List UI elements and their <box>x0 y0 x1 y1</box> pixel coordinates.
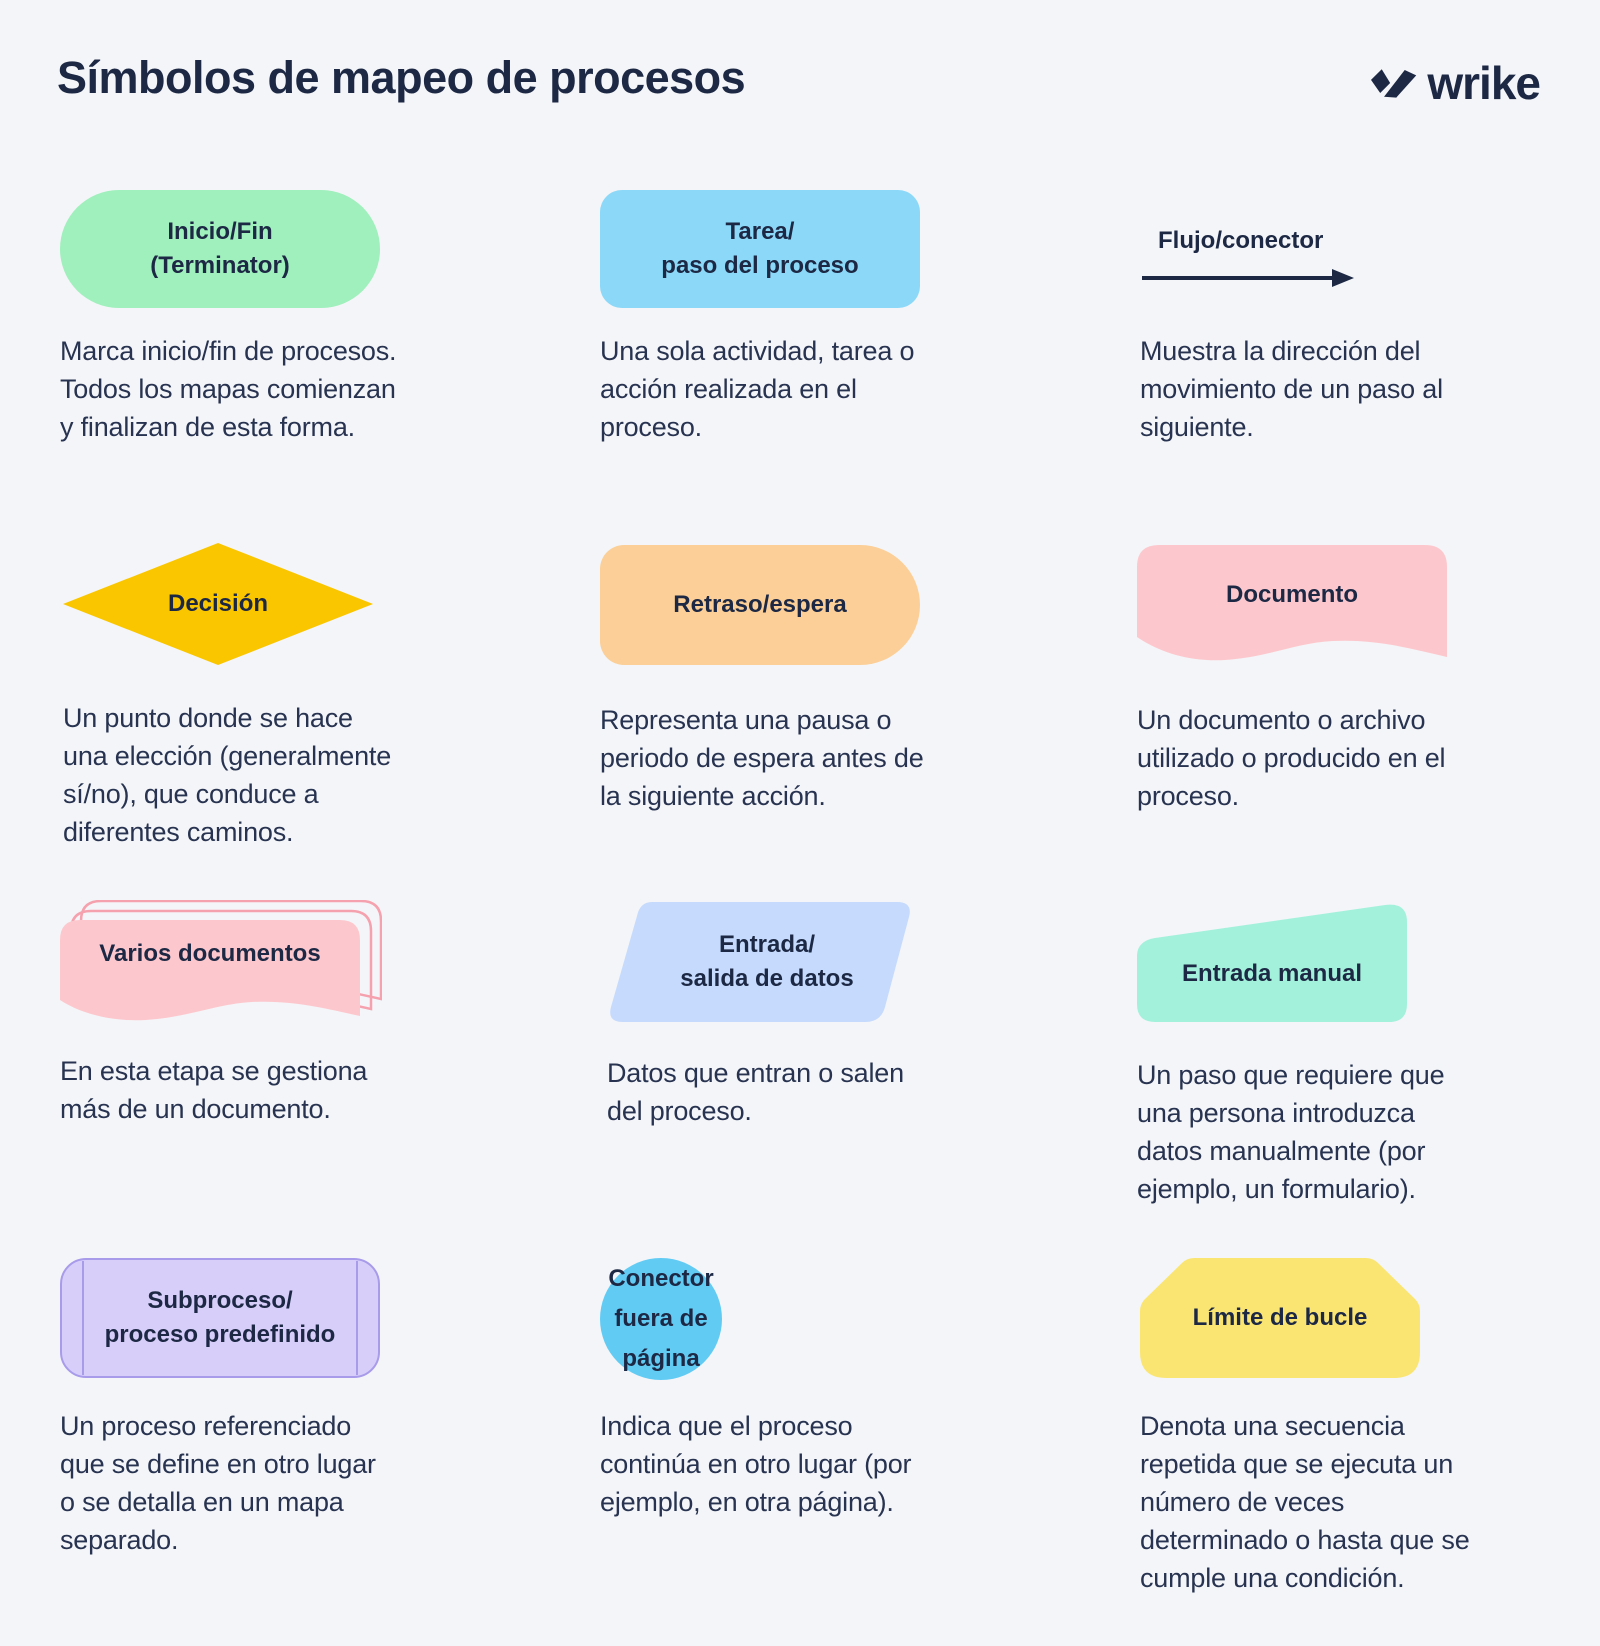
task-label: Tarea/ paso del proceso <box>661 218 859 279</box>
delay-description: Representa una pausa o periodo de espera… <box>600 705 924 811</box>
symbol-card-document: Documento Un documento o archivo utiliza… <box>1137 545 1447 811</box>
manual-input-icon <box>1137 904 1407 1022</box>
loop-limit-label: Límite de bucle <box>1192 1304 1368 1331</box>
document-shape: Documento <box>1137 545 1447 665</box>
symbol-card-flow-connector: Flujo/conector Muestra la dirección del … <box>1140 190 1443 442</box>
multiple-documents-label: Varios documentos <box>99 940 321 967</box>
manual-input-label: Entrada manual <box>1181 960 1363 987</box>
terminator-shape: Inicio/Fin (Terminator) <box>60 190 380 308</box>
decision-label: Decisión <box>167 590 269 617</box>
terminator-description: Marca inicio/fin de procesos. Todos los … <box>60 336 397 442</box>
loop-limit-shape: Límite de bucle <box>1140 1258 1420 1378</box>
flow-connector-shape: Flujo/conector <box>1140 190 1356 290</box>
data-input-output-shape: Entrada/ salida de datos <box>607 902 913 1022</box>
symbol-card-data-input-output: Entrada/ salida de datos Datos que entra… <box>607 902 913 1126</box>
manual-input-description: Un paso que requiere que una persona int… <box>1137 1060 1445 1204</box>
symbol-card-manual-input: Entrada manual Un paso que requiere que … <box>1137 904 1445 1204</box>
multiple-documents-icon <box>60 900 382 1021</box>
document-label: Documento <box>1226 581 1358 608</box>
loop-limit-icon <box>1140 1258 1420 1378</box>
data-input-output-description: Datos que entran o salen del proceso. <box>607 1058 904 1126</box>
wrike-logo-text: wrike <box>1427 57 1541 109</box>
wrike-logo: wrike <box>1371 57 1541 109</box>
document-icon <box>1137 545 1447 661</box>
symbol-card-loop-limit: Límite de bucle Denota una secuencia rep… <box>1140 1258 1470 1593</box>
decision-shape: Decisión <box>63 543 373 665</box>
document-description: Un documento o archivo utilizado o produ… <box>1137 705 1446 811</box>
manual-input-shape: Entrada manual <box>1137 904 1407 1022</box>
subprocess-label: Subproceso/ proceso predefinido <box>104 1287 336 1348</box>
symbol-card-decision: Decisión Un punto donde se hace una elec… <box>63 543 391 847</box>
terminator-label: Inicio/Fin (Terminator) <box>150 218 290 279</box>
parallelogram-icon <box>610 902 910 1022</box>
task-shape: Tarea/ paso del proceso <box>600 190 920 308</box>
symbol-card-terminator: Inicio/Fin (Terminator) Marca inicio/fin… <box>60 190 397 442</box>
wrike-logo-mark-icon <box>1371 69 1417 98</box>
delay-label: Retraso/espera <box>673 591 847 618</box>
symbol-card-off-page-connector: Conector fuera de página Indica que el p… <box>600 1258 911 1517</box>
off-page-connector-label: Conector fuera de página <box>608 1265 714 1372</box>
symbol-card-multiple-documents: Varios documentos En esta etapa se gesti… <box>60 900 382 1124</box>
task-description: Una sola actividad, tarea o acción reali… <box>600 336 915 442</box>
page-title: Símbolos de mapeo de procesos <box>57 52 746 103</box>
symbol-card-subprocess: Subproceso/ proceso predefinido Un proce… <box>60 1258 380 1555</box>
symbol-card-delay: Retraso/espera Representa una pausa o pe… <box>600 545 924 811</box>
flow-arrow-icon <box>1142 269 1354 287</box>
data-input-output-label: Entrada/ salida de datos <box>680 931 854 992</box>
flow-connector-label: Flujo/conector <box>1158 227 1324 254</box>
loop-limit-description: Denota una secuencia repetida que se eje… <box>1140 1411 1470 1593</box>
delay-shape: Retraso/espera <box>600 545 920 665</box>
subprocess-description: Un proceso referenciado que se define en… <box>60 1411 376 1555</box>
decision-description: Un punto donde se hace una elección (gen… <box>63 703 392 847</box>
multiple-documents-description: En esta etapa se gestiona más de un docu… <box>60 1056 368 1124</box>
flow-connector-description: Muestra la dirección del movimiento de u… <box>1140 336 1443 442</box>
multiple-documents-shape: Varios documentos <box>60 900 382 1026</box>
subprocess-shape: Subproceso/ proceso predefinido <box>60 1258 380 1378</box>
off-page-connector-description: Indica que el proceso continúa en otro l… <box>600 1411 912 1517</box>
subprocess-left-line <box>82 1261 84 1375</box>
symbol-card-task: Tarea/ paso del proceso Una sola activid… <box>600 190 920 442</box>
subprocess-right-line <box>356 1261 358 1375</box>
decision-diamond-icon <box>63 543 373 665</box>
off-page-connector-shape: Conector fuera de página <box>600 1258 722 1380</box>
